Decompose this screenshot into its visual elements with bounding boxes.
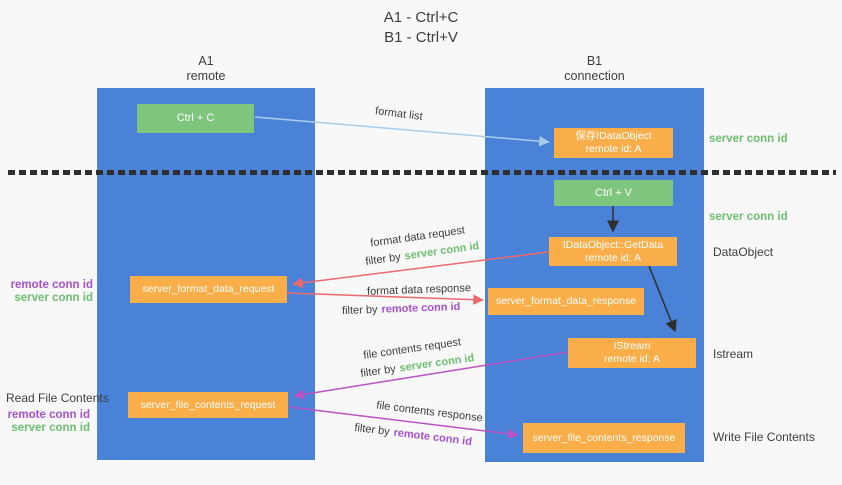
- edge-label-format-list: format list: [374, 105, 424, 123]
- node-server-format-data-request-label: server_format_data_request: [142, 283, 275, 295]
- title-line-2: B1 - Ctrl+V: [384, 29, 458, 46]
- node-server-file-contents-request-label: server_file_contents_request: [140, 398, 276, 411]
- edge-label-format-data-response: format data response: [366, 282, 472, 298]
- side-label-dataobject: DataObject: [713, 245, 774, 259]
- lane-header-a1: A1 remote: [97, 54, 315, 84]
- side-label-write-file-contents: Write File Contents: [713, 430, 815, 444]
- filter-by-text: filter by: [359, 363, 397, 380]
- remote-conn-id-text: remote conn id: [381, 300, 461, 316]
- side-label-server-conn-id-2: server conn id: [11, 422, 90, 434]
- side-label-remote-conn-id-1: remote conn id: [10, 279, 93, 291]
- node-server-format-data-request: server_format_data_request: [130, 276, 287, 303]
- side-label-server-conn-id-1: server conn id: [14, 292, 93, 304]
- server-conn-id-text: server conn id: [398, 352, 475, 375]
- filter-by-text: filter by: [364, 251, 402, 268]
- diagram-title: A1 - Ctrl+C B1 - Ctrl+V: [0, 8, 842, 48]
- node-save-idataobject: 保存IDataObject remote id: A: [554, 128, 673, 158]
- side-label-istream: Istream: [713, 347, 754, 361]
- node-server-file-contents-response-label: server_file_contents_response: [532, 431, 676, 444]
- side-label-server-conn-id-mid: server conn id: [709, 211, 788, 223]
- node-ctrl-v-label: Ctrl + V: [595, 186, 632, 199]
- node-ctrl-c: Ctrl + C: [137, 104, 254, 133]
- lane-b1-subtitle: connection: [564, 69, 625, 83]
- lane-a1-subtitle: remote: [186, 69, 226, 83]
- node-save-idataobject-line1: 保存IDataObject: [575, 130, 652, 142]
- node-istream-line1: IStream: [613, 340, 651, 352]
- filter-by-text: filter by: [341, 303, 378, 318]
- remote-conn-id-text: remote conn id: [392, 426, 473, 449]
- lane-header-b1: B1 connection: [485, 54, 704, 84]
- node-ctrl-c-label: Ctrl + C: [176, 112, 215, 124]
- node-istream-line2: remote id: A: [603, 353, 661, 365]
- lane-b1-name: B1: [586, 54, 603, 68]
- lane-a1-name: A1: [198, 54, 214, 68]
- server-conn-id-text: server conn id: [403, 240, 480, 263]
- node-server-format-data-response: server_format_data_response: [488, 288, 644, 315]
- node-server-file-contents-request: server_file_contents_request: [128, 392, 288, 418]
- node-server-format-data-response-label: server_format_data_response: [495, 295, 637, 307]
- edge-label-file-contents-response: file contents response: [375, 399, 484, 425]
- node-save-idataobject-line2: remote id: A: [585, 143, 642, 155]
- filter-by-text: filter by: [353, 421, 391, 439]
- side-label-remote-conn-id-2: remote conn id: [7, 409, 90, 421]
- dotted-divider: [8, 170, 836, 175]
- title-line-1: A1 - Ctrl+C: [383, 9, 459, 26]
- node-istream: IStream remote id: A: [568, 338, 696, 368]
- side-label-server-conn-id-top: server conn id: [709, 133, 788, 145]
- side-label-read-file-contents: Read File Contents: [6, 391, 109, 405]
- node-ctrl-v: Ctrl + V: [554, 180, 673, 206]
- node-server-file-contents-response: server_file_contents_response: [523, 423, 685, 453]
- node-getdata-line2: remote id: A: [584, 251, 642, 264]
- node-getdata-line1: IDataObject::GetData: [562, 238, 664, 251]
- node-getdata: IDataObject::GetData remote id: A: [549, 237, 677, 266]
